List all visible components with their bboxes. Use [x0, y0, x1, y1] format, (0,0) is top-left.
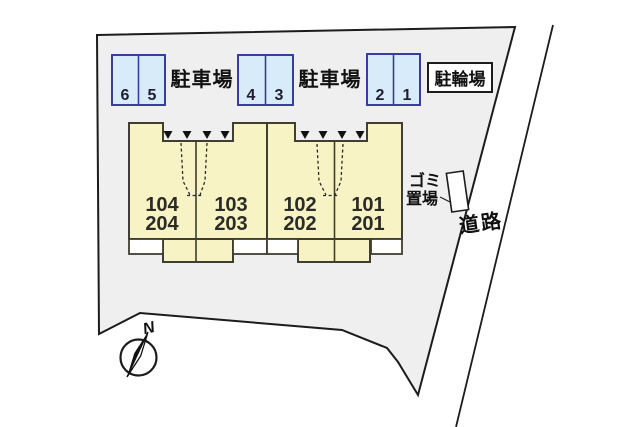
- unit-101-label: 101: [351, 194, 384, 216]
- parking-lot-1-label: 駐車場: [171, 67, 234, 91]
- entrance-arrow-icon: [355, 131, 365, 139]
- unit-201-label: 201: [351, 213, 384, 235]
- parking-space-3: 3: [275, 87, 284, 104]
- building-1: 104 204 103 203: [128, 122, 268, 263]
- compass: N: [119, 319, 158, 378]
- entrance-arrow-icon: [220, 131, 230, 139]
- unit-104-label: 104: [145, 194, 179, 216]
- parking-space-4: 4: [247, 87, 256, 104]
- entrance-arrow-icon: [300, 131, 310, 139]
- approach-path: [199, 142, 208, 196]
- approach-path: [334, 143, 344, 196]
- unit-103-label: 103: [214, 194, 247, 216]
- parking-space-6: 6: [121, 87, 130, 104]
- parking-space-1: 1: [403, 87, 412, 104]
- approach-path: [180, 142, 191, 196]
- parking-lot-3: 2 1: [366, 53, 421, 106]
- entrance-arrow-icon: [163, 131, 173, 139]
- balcony-102: [266, 238, 299, 255]
- unit-203-label: 203: [214, 213, 247, 235]
- entrance-arrow-icon: [337, 131, 347, 139]
- north-label: N: [141, 319, 157, 338]
- road-far-edge-line: [455, 24, 554, 427]
- parking-lot-2-label: 駐車場: [299, 67, 362, 91]
- balcony-104: [128, 238, 164, 255]
- unit-102-label: 102: [283, 194, 316, 216]
- garbage-box: [445, 170, 470, 213]
- bicycle-parking-sign: 駐輪場: [427, 62, 493, 93]
- garbage-label-line1: ゴミ: [409, 171, 441, 190]
- parking-lot-1: 6 5 駐車場: [111, 54, 234, 106]
- balcony-103: [232, 238, 268, 255]
- sign-frame: [427, 62, 493, 93]
- north-needle-light: [126, 331, 149, 378]
- garbage-label-line2: 置場: [406, 190, 438, 208]
- garbage-pointer-line: [439, 196, 451, 203]
- parking-space-5: 5: [148, 87, 157, 104]
- approach-path: [316, 143, 327, 196]
- bicycle-parking-label: 駐輪場: [435, 69, 486, 89]
- entrance-arrow-icon: [202, 131, 212, 139]
- building-1-stairwell: [162, 238, 234, 263]
- entrance-arrow-icon: [318, 131, 328, 139]
- entrance-arrow-icon: [182, 131, 192, 139]
- unit-202-label: 202: [283, 213, 316, 235]
- garbage-area: ゴミ 置場: [406, 170, 470, 213]
- parking-lot-2: 4 3 駐車場: [237, 54, 362, 106]
- unit-204-label: 204: [145, 213, 179, 235]
- building-2: 102 202 101 201: [266, 122, 403, 263]
- balcony-101: [370, 238, 403, 255]
- parking-space-2: 2: [376, 87, 385, 104]
